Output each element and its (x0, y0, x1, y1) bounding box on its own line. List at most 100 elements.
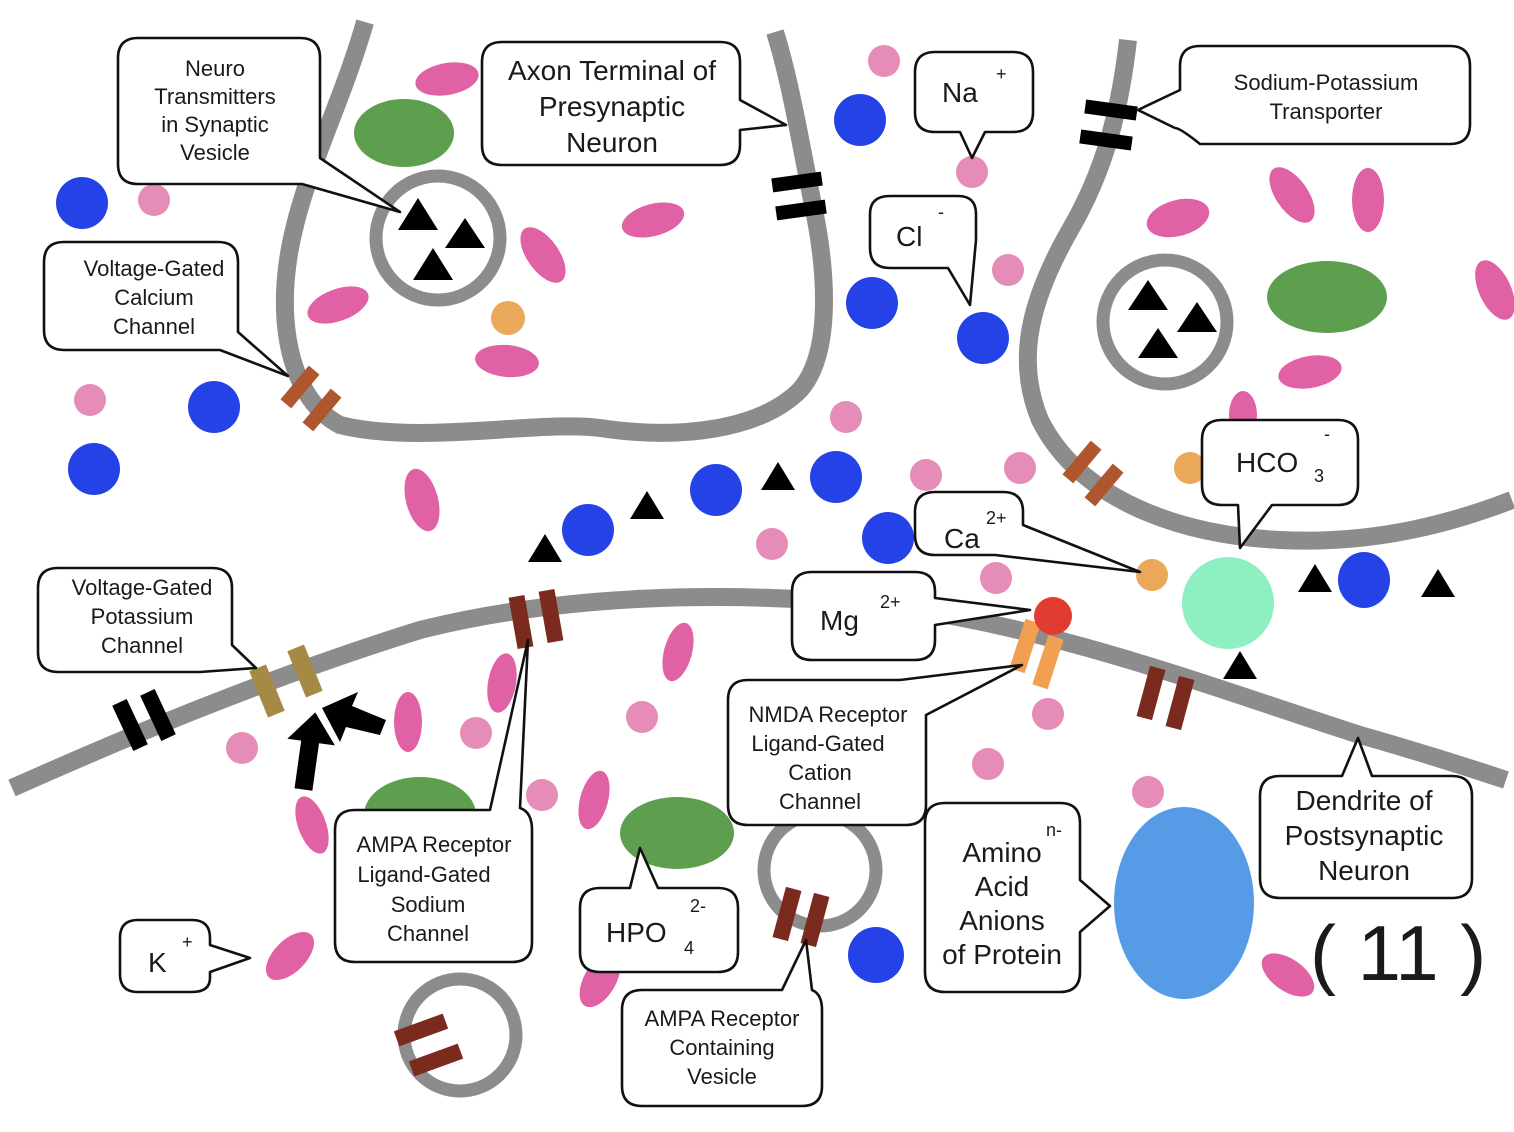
neurotransmitter (630, 491, 664, 519)
label-line: Vesicle (687, 1064, 757, 1089)
neurotransmitter (528, 534, 562, 562)
chloride-ion (690, 464, 742, 516)
calcium-ion (491, 301, 525, 335)
chloride-ion (846, 277, 898, 329)
potassium-ion (487, 653, 517, 713)
ampa-receptor-dendrite (508, 589, 564, 649)
ion-symbol: HPO (606, 917, 667, 948)
label-line: AMPA Receptor (357, 832, 512, 857)
label-line: NMDA Receptor (749, 702, 908, 727)
ampa-receptor-dendrite-right (1136, 665, 1195, 731)
ion-charge: n- (1046, 820, 1062, 840)
sodium-ion (956, 156, 988, 188)
sodium-ion (626, 701, 658, 733)
chloride-ion (1338, 552, 1390, 608)
sodium-ion (74, 384, 106, 416)
potassium-ion (1475, 260, 1514, 320)
ion-symbol: Ca (944, 523, 980, 554)
potassium-ion (1261, 953, 1315, 997)
sodium-ion (910, 459, 942, 491)
potassium-ion (1146, 198, 1210, 238)
label-line: Anions (959, 905, 1045, 936)
label-line: Neuro (185, 56, 245, 81)
callout-axon-terminal: Axon Terminal of Presynaptic Neuron (480, 40, 788, 167)
label-line: Axon Terminal of (508, 55, 716, 86)
callout-calcium: Ca 2+ (913, 490, 1142, 574)
potassium-ion (295, 796, 329, 854)
neurotransmitter (445, 218, 485, 248)
chloride-ion (810, 451, 862, 503)
callout-ampa-vesicle: AMPA Receptor Containing Vesicle (620, 938, 824, 1108)
label-line: in Synaptic (161, 112, 269, 137)
callout-neurotransmitters: Neuro Transmitters in Synaptic Vesicle (116, 36, 402, 214)
potassium-ion (394, 692, 422, 752)
ion-charge: + (182, 932, 193, 952)
sodium-ion (226, 732, 258, 764)
label-line: Channel (101, 633, 183, 658)
ion-symbol: Cl (896, 221, 922, 252)
na-k-pump-left (771, 171, 827, 221)
label-line: Dendrite of (1296, 785, 1433, 816)
potassium-channel (249, 644, 323, 718)
chloride-ion (562, 504, 614, 556)
potassium-ion (1278, 355, 1342, 389)
chloride-ion (862, 512, 914, 564)
ion-symbol: HCO (1236, 447, 1298, 478)
calcium-ion (1136, 559, 1168, 591)
phosphate-ion (620, 797, 734, 869)
sodium-ion (980, 562, 1012, 594)
callout-sodium: Na + (913, 50, 1035, 160)
callout-dendrite: Dendrite of Postsynaptic Neuron (1258, 736, 1474, 900)
sodium-ion (830, 401, 862, 433)
chloride-ion (68, 443, 120, 495)
ampa-vesicle-right (757, 807, 883, 948)
ion-symbol: Na (942, 77, 978, 108)
callout-nmda: NMDA Receptor Ligand-Gated Cation Channe… (726, 663, 1024, 827)
sodium-ion (460, 717, 492, 749)
label-line: Postsynaptic (1285, 820, 1444, 851)
synaptic-vesicle-left (369, 169, 507, 307)
ion-symbol: Mg (820, 605, 859, 636)
figure-number: ( 11 ) (1310, 909, 1486, 997)
label-line: Neuron (1318, 855, 1410, 886)
potassium-ion (404, 468, 440, 532)
chloride-ion (56, 177, 108, 229)
neurotransmitter (1421, 569, 1455, 597)
callout-na-k-transporter: Sodium-Potassium Transporter (1136, 44, 1472, 146)
ion-subscript: 3 (1314, 466, 1324, 486)
phosphate-ion (1267, 261, 1387, 333)
potassium-ion (662, 622, 694, 682)
ion-charge: 2+ (986, 508, 1007, 528)
ampa-vesicle-left (393, 972, 523, 1098)
neurotransmitter (1223, 651, 1257, 679)
neurotransmitter (1128, 280, 1168, 310)
label-line: Voltage-Gated (72, 575, 213, 600)
ion-symbol: K (148, 947, 167, 978)
sodium-ion (526, 779, 558, 811)
label-line: Acid (975, 871, 1029, 902)
callout-chloride: Cl - (868, 194, 978, 307)
ion-charge: 2- (690, 896, 706, 916)
label-line: Calcium (114, 285, 193, 310)
label-line: Neuron (566, 127, 658, 158)
presynaptic-membrane-right (1018, 38, 1514, 550)
label-line: Amino (962, 837, 1041, 868)
callout-bicarbonate: HCO 3 - (1200, 418, 1360, 550)
ion-charge: 2+ (880, 592, 901, 612)
sodium-ion (138, 184, 170, 216)
potassium-ion (578, 770, 610, 830)
label-line: Voltage-Gated (84, 256, 225, 281)
neurotransmitter (761, 462, 795, 490)
callout-potassium-channel: Voltage-Gated Potassium Channel (36, 566, 258, 674)
sodium-ion (756, 528, 788, 560)
sodium-ion (868, 45, 900, 77)
nmda-receptor (1009, 597, 1072, 690)
callout-calcium-channel: Voltage-Gated Calcium Channel (42, 240, 290, 378)
callout-protein-anions: Amino Acid Anions of Protein n- (923, 801, 1112, 994)
label-line: Transmitters (154, 84, 275, 109)
label-line: Channel (387, 921, 469, 946)
potassium-ion (265, 931, 315, 981)
phosphate-ion (354, 99, 454, 167)
callout-phosphate: HPO 4 2- (578, 846, 740, 974)
bicarbonate-ion (1182, 557, 1274, 649)
